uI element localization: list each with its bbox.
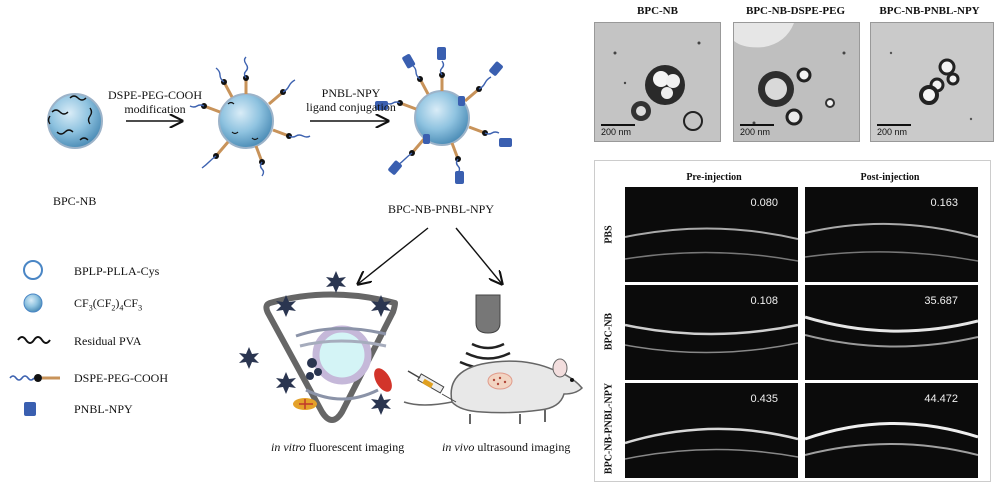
bpc-nb-pnbl-npy-particle xyxy=(375,47,512,184)
ultrasound-probe-icon xyxy=(459,294,517,370)
tem-title-2: BPC-NB-DSPE-PEG xyxy=(746,5,845,17)
us-value-pbs-post: 0.163 xyxy=(930,197,958,209)
tem-title-1: BPC-NB xyxy=(637,5,678,17)
us-panel-pbs-pre: 0.080 xyxy=(625,187,798,282)
tem-title-3: BPC-NB-PNBL-NPY xyxy=(879,5,980,17)
us-echo xyxy=(625,323,798,354)
step1-label: DSPE-PEG-COOH modification xyxy=(100,88,210,116)
us-panel-bpc-nb-pre: 0.108 xyxy=(625,285,798,380)
us-row-bpc-nb: BPC-NB xyxy=(603,312,615,351)
in-vivo-italic: in vivo xyxy=(442,440,475,454)
us-panel-pbs-post: 0.163 xyxy=(805,187,978,282)
step1-label-line1: DSPE-PEG-COOH xyxy=(107,88,202,102)
receptor-markers xyxy=(239,271,391,415)
tem-scale-2: 200 nm xyxy=(740,124,775,137)
bpc-nb-pnbl-npy-label: BPC-NB-PNBL-NPY xyxy=(388,202,495,216)
in-vitro-caption: in vitro fluorescent imaging xyxy=(271,440,404,454)
legend-label-peg: DSPE-PEG-COOH xyxy=(74,371,169,385)
step2-label-line1: PNBL-NPY xyxy=(321,86,381,100)
black-squiggle-icon xyxy=(17,336,51,344)
tem-pnbl-npy-svg xyxy=(871,23,993,141)
in-vitro-italic: in vitro xyxy=(271,440,306,454)
ligand-icon xyxy=(24,402,36,416)
tem-scale-3: 200 nm xyxy=(877,124,912,137)
arrow-to-in-vivo xyxy=(455,227,502,284)
us-echo xyxy=(805,422,978,456)
us-value-pbs-pre: 0.080 xyxy=(750,197,778,209)
us-echo xyxy=(625,427,798,460)
tem-bpc-nb-svg xyxy=(595,23,720,141)
arrow-to-in-vitro xyxy=(358,227,429,284)
syringe-icon xyxy=(407,370,457,403)
us-echo xyxy=(805,222,978,262)
us-panel-bpc-nb-post: 35.687 xyxy=(805,285,978,380)
tem-image-bpc-nb-pnbl-npy: 200 nm xyxy=(870,22,994,142)
tem-scale-1: 200 nm xyxy=(601,124,636,137)
legend-label-bplp: BPLP-PLLA-Cys xyxy=(74,264,160,278)
step2-label-line2: ligand conjugation xyxy=(306,100,396,114)
in-vivo-caption: in vivo ultrasound imaging xyxy=(442,440,570,454)
bpc-nb-label: BPC-NB xyxy=(53,194,97,208)
cell-triangle xyxy=(263,291,398,423)
legend-label-pva: Residual PVA xyxy=(74,334,142,348)
bpc-nb-dspe-peg-particle xyxy=(189,56,311,177)
us-col-post: Post-injection xyxy=(860,172,920,183)
us-value-bpc-nb-post: 35.687 xyxy=(924,295,958,307)
blue-sphere-icon xyxy=(23,293,43,313)
schematic-svg xyxy=(9,47,584,424)
peg-chain-icon xyxy=(9,374,60,382)
us-row-bpc-nb-pnbl-npy: BPC-NB-PNBL-NPY xyxy=(603,382,615,475)
ultrasound-figure: Pre-injection Post-injection PBS BPC-NB … xyxy=(594,160,991,482)
step2-label: PNBL-NPY ligand conjugation xyxy=(296,86,406,114)
in-vitro-rest: fluorescent imaging xyxy=(305,440,405,454)
tem-image-bpc-nb: 200 nm xyxy=(594,22,721,142)
tem-image-bpc-nb-dspe-peg: 200 nm xyxy=(733,22,860,142)
bpc-nb-particle xyxy=(47,93,103,149)
us-value-pnbl-pre: 0.435 xyxy=(750,393,778,405)
us-panel-pnbl-post: 44.472 xyxy=(805,383,978,478)
legend-label-ligand: PNBL-NPY xyxy=(74,402,133,416)
in-vivo-rest: ultrasound imaging xyxy=(474,440,571,454)
legend-icons xyxy=(9,260,60,416)
us-value-pnbl-post: 44.472 xyxy=(924,393,958,405)
us-col-pre: Pre-injection xyxy=(686,172,742,183)
tem-dspe-peg-svg xyxy=(734,23,859,141)
hollow-circle-icon xyxy=(23,260,43,280)
us-row-pbs: PBS xyxy=(603,225,615,244)
legend-label-cf: CF3(CF2)4CF3 xyxy=(74,296,143,313)
us-echo xyxy=(805,315,978,348)
step1-label-line2: modification xyxy=(124,102,186,116)
us-panel-pnbl-pre: 0.435 xyxy=(625,383,798,478)
mouse-icon xyxy=(403,358,584,424)
us-echo xyxy=(625,227,798,262)
us-value-bpc-nb-pre: 0.108 xyxy=(750,295,778,307)
